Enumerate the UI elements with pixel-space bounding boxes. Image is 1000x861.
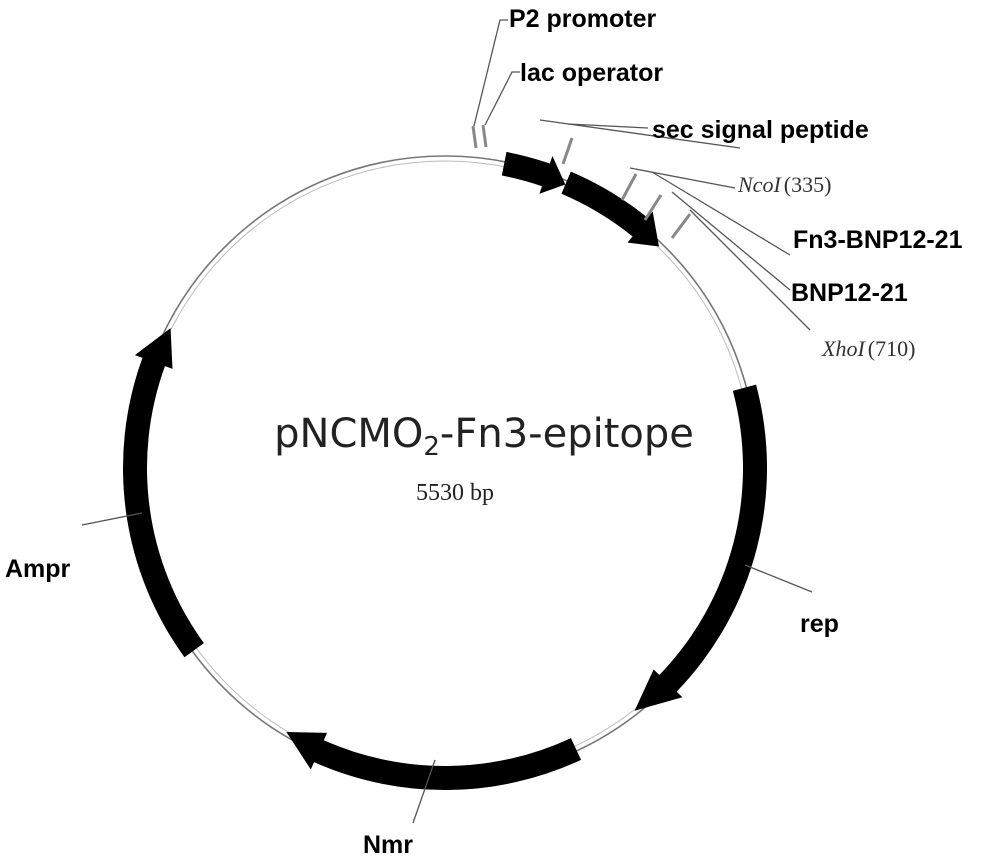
rep-leader (744, 564, 813, 593)
ampr-leader (81, 512, 143, 526)
plasmid-name-subscript: 2 (423, 432, 440, 462)
fn3-bnp12-21-label: Fn3-BNP12-21 (793, 226, 963, 254)
sec-signal-peptide-arrow (501, 151, 566, 194)
bnp12-21-tick (643, 194, 663, 221)
nmr-arrow (286, 732, 582, 790)
lac-operator-label: lac operator (520, 59, 663, 87)
xhoi-name: XhoI (821, 336, 866, 361)
p2-promoter-label: P2 promoter (509, 5, 657, 33)
p2-promoter-leader (473, 19, 508, 127)
xhoi-leader (689, 209, 811, 331)
lac-operator-leader (484, 71, 520, 126)
plasmid-name-suffix: -Fn3-epitope (440, 411, 694, 457)
signal-junction-tick (561, 137, 574, 165)
ncoi-position: (335) (784, 172, 832, 197)
sec-signal-peptide-leader-2 (567, 123, 649, 129)
ampr-label: Ampr (5, 555, 71, 583)
ncoi-name: NcoI (737, 172, 782, 197)
lac-operator-tick (481, 124, 488, 148)
xhoi-site-tick (670, 213, 692, 239)
fn3-bnp12-21-leader (651, 171, 791, 256)
xhoi-site-label: XhoI(710) (821, 336, 915, 361)
rep-label: rep (800, 610, 839, 638)
nmr-label: Nmr (363, 831, 413, 859)
bnp12-21-label: BNP12-21 (791, 279, 908, 307)
fn3-bnp12-21-arrow (561, 171, 659, 247)
p2-promoter-tick (471, 125, 478, 149)
plasmid-name: pNCMO (274, 411, 423, 457)
sec-signal-peptide-label: sec signal peptide (652, 116, 869, 144)
plasmid-size: 5530 bp (416, 480, 494, 506)
xhoi-position: (710) (868, 336, 916, 361)
rep-arrow (634, 384, 767, 711)
ncoi-site-tick (620, 173, 638, 201)
bnp12-21-leader (671, 191, 791, 291)
ncoi-leader (629, 167, 736, 189)
nmr-leader (412, 759, 436, 824)
ampr-arrow (122, 328, 204, 658)
plasmid-title: pNCMO2-Fn3-epitope (274, 411, 694, 462)
ncoi-site-label: NcoI(335) (737, 172, 831, 197)
